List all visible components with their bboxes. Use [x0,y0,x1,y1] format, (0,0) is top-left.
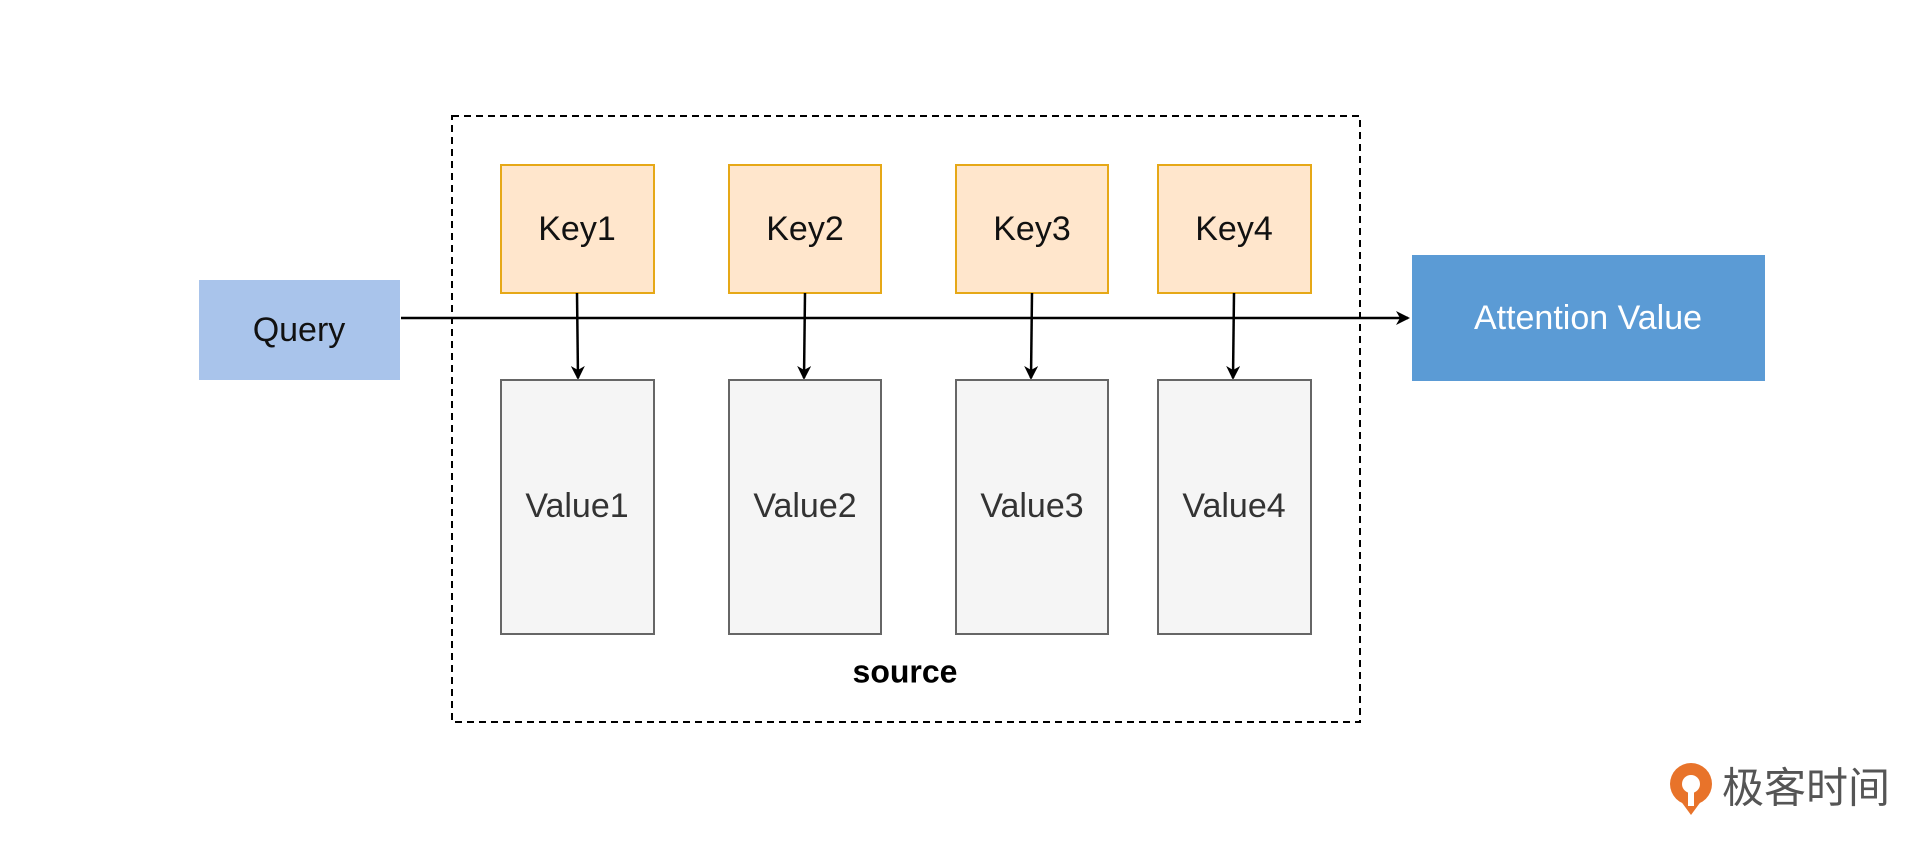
query-box [199,280,400,380]
key-group-2: Key2 [728,164,882,294]
geektime-logo-icon [1670,763,1712,815]
key-label: Key4 [1195,210,1273,248]
attention-value-label: Attention Value [1474,299,1702,337]
value-group-3: Value3 [955,379,1109,635]
key2-to-value2-arrow [797,292,812,380]
value-label: Value3 [980,487,1083,525]
query-label: Query [253,311,346,349]
value-label: Value4 [1182,487,1285,525]
value-group-4: Value4 [1157,379,1312,635]
value-box [1157,379,1312,635]
value-group-2: Value2 [728,379,882,635]
source-container [451,115,1361,723]
key-label: Key2 [766,210,844,248]
key4-to-value4-arrow [1226,292,1241,380]
value-group-1: Value1 [500,379,655,635]
key-box [500,164,655,294]
key-box [728,164,882,294]
key-group-1: Key1 [500,164,655,294]
key3-to-value3-arrow [1024,292,1039,380]
key-label: Key3 [993,210,1071,248]
value-label: Value2 [753,487,856,525]
key-group-3: Key3 [955,164,1109,294]
geektime-logo: 极客时间 [1670,763,1890,815]
key1-to-value1-arrow [570,292,585,380]
key-box [1157,164,1312,294]
geektime-logo-text: 极客时间 [1722,764,1890,813]
value-box [500,379,655,635]
value-box [728,379,882,635]
source-label: source [853,653,958,689]
key-label: Key1 [538,210,616,248]
value-box [955,379,1109,635]
value-label: Value1 [525,487,628,525]
key-group-4: Key4 [1157,164,1312,294]
attention-value-box [1412,255,1765,381]
